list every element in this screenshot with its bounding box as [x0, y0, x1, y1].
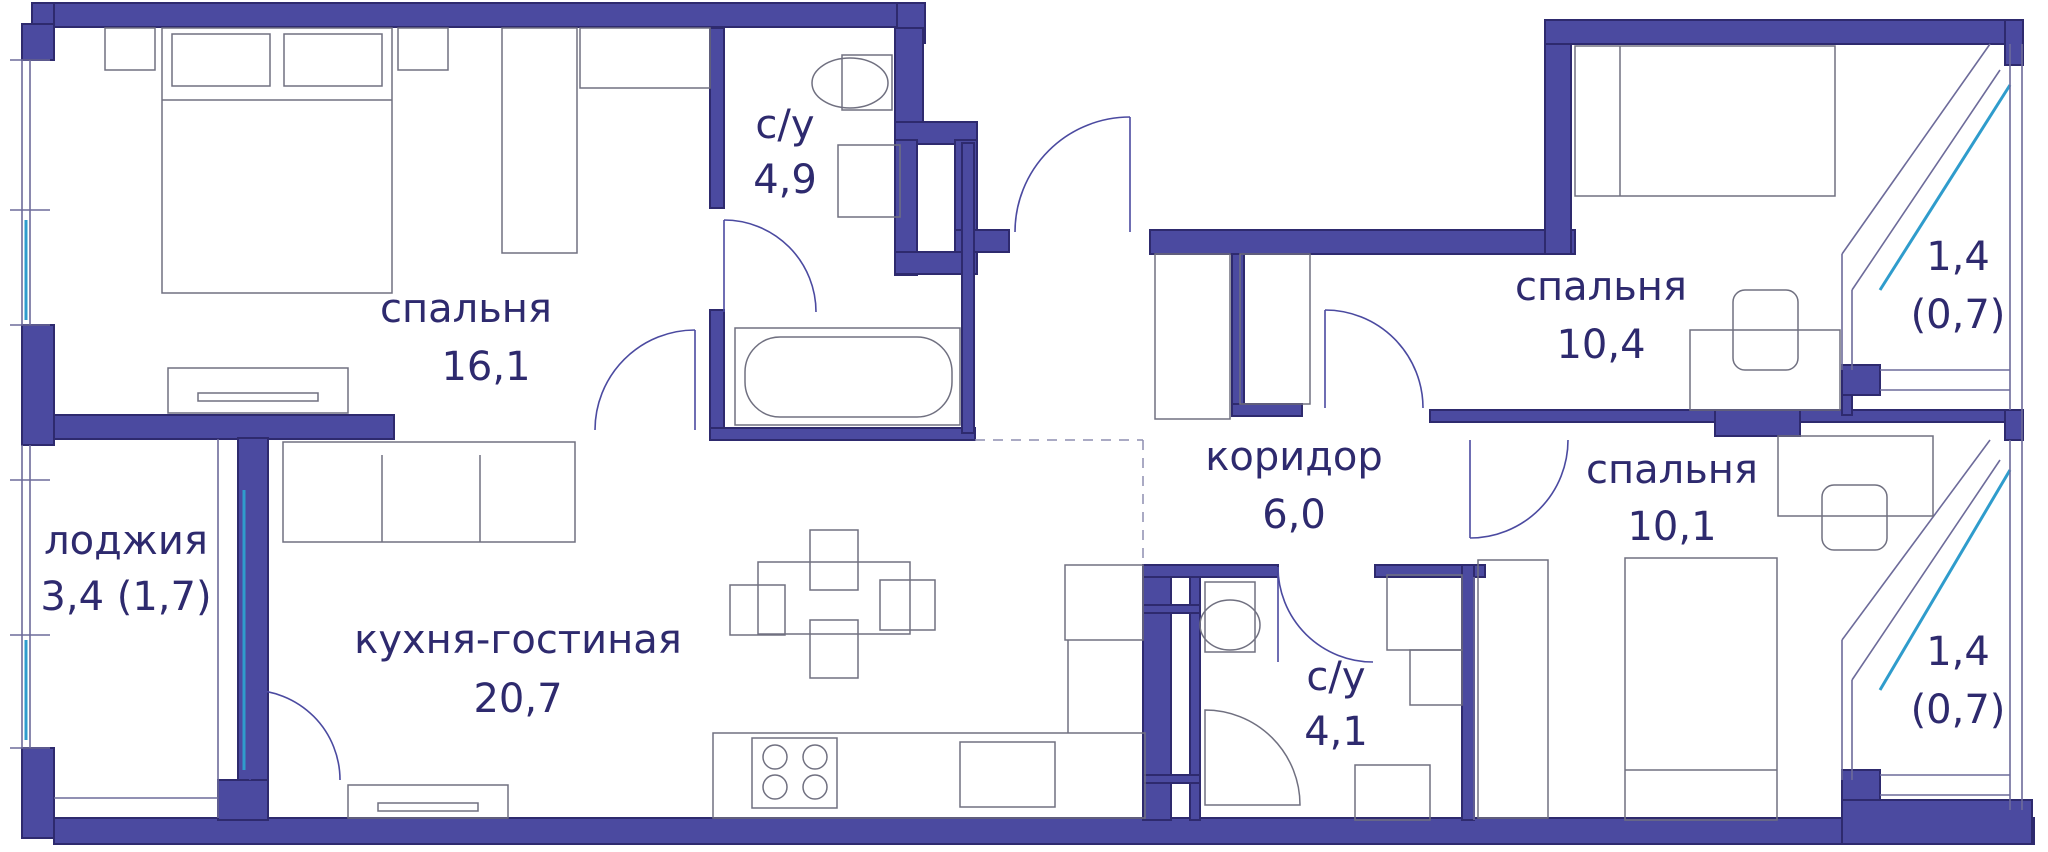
room-area: (0,7)	[1911, 687, 2006, 733]
furniture	[104, 27, 1934, 821]
room-kitchen: кухня-гостиная 20,7	[354, 617, 682, 722]
room-name: кухня-гостиная	[354, 617, 682, 663]
room-area: 10,4	[1556, 322, 1645, 368]
room-name: коридор	[1205, 434, 1383, 480]
room-area: 10,1	[1627, 504, 1716, 550]
doors	[249, 116, 1569, 781]
room-area: 3,4 (1,7)	[40, 574, 211, 620]
room-bedroom-2: спальня 10,4	[1515, 264, 1687, 368]
room-balcony-1: 1,4 (0,7)	[1911, 234, 2006, 338]
windows	[10, 43, 2023, 820]
room-area: 16,1	[441, 344, 530, 390]
room-name: 1,4	[1926, 234, 1990, 280]
room-area: 20,7	[473, 676, 562, 722]
room-name: спальня	[1586, 447, 1758, 493]
room-name: с/у	[1306, 654, 1365, 700]
room-corridor: коридор 6,0	[1205, 434, 1383, 538]
room-bedroom-1: спальня 16,1	[380, 286, 552, 390]
room-labels: спальня 16,1 с/у 4,9 лоджия 3,4 (1,7) ку…	[40, 102, 2005, 755]
room-area: 4,9	[753, 157, 817, 203]
walls	[21, 2, 2035, 845]
room-name: с/у	[755, 102, 814, 148]
room-loggia: лоджия 3,4 (1,7)	[40, 518, 211, 620]
room-name: 1,4	[1926, 629, 1990, 675]
room-area: 4,1	[1304, 709, 1368, 755]
room-bath-2: с/у 4,1	[1304, 654, 1368, 755]
room-name: спальня	[1515, 264, 1687, 310]
room-bedroom-3: спальня 10,1	[1586, 447, 1758, 550]
room-area: (0,7)	[1911, 292, 2006, 338]
room-bath-1: с/у 4,9	[753, 102, 817, 203]
room-name: лоджия	[44, 518, 208, 564]
room-area: 6,0	[1262, 492, 1326, 538]
room-balcony-2: 1,4 (0,7)	[1911, 629, 2006, 733]
room-name: спальня	[380, 286, 552, 332]
